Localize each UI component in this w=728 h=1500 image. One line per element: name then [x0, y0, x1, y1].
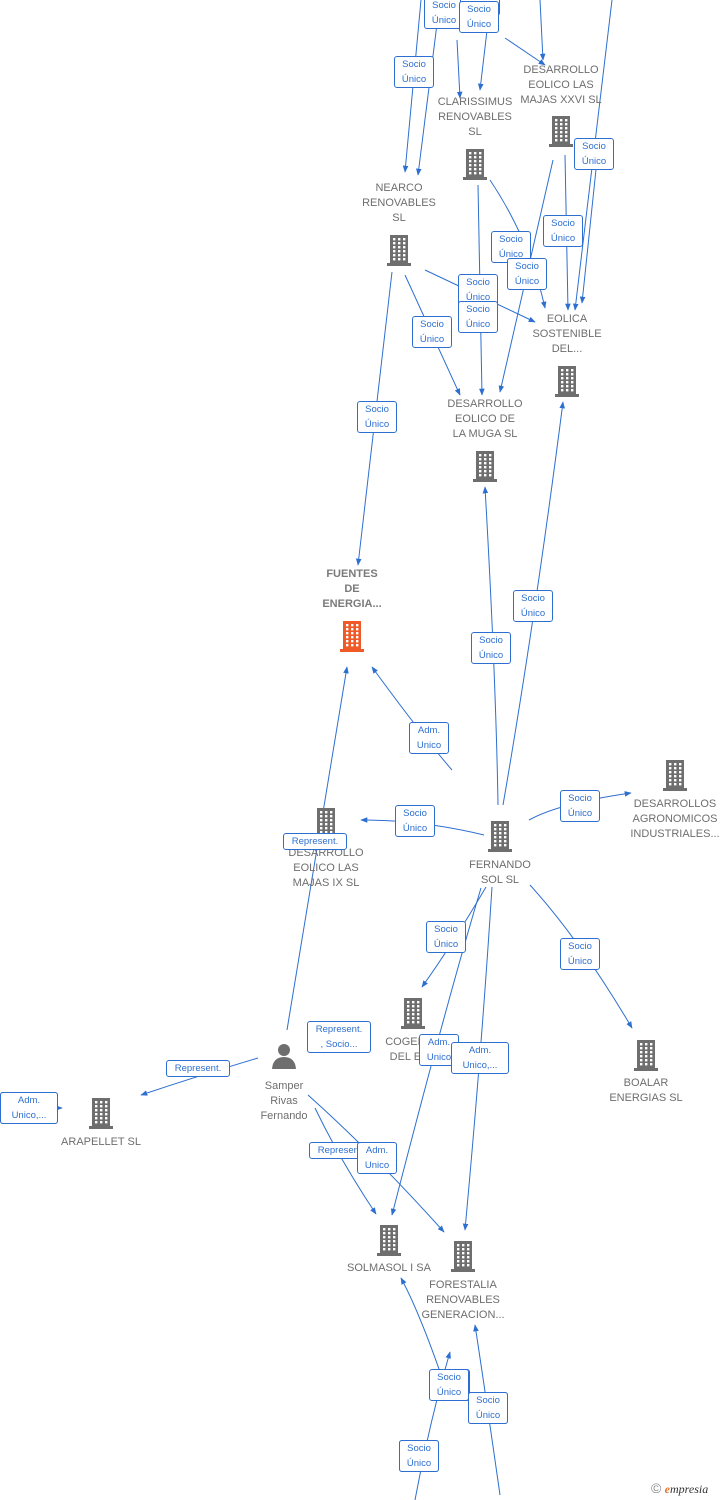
edge-relation-label[interactable]: Socio Único — [560, 790, 600, 822]
node-label[interactable]: DESARROLLO EOLICO DE LA MUGA SL — [447, 398, 523, 440]
edge-relation-label[interactable]: Adm. Unico — [357, 1142, 397, 1174]
relationship-edge — [390, 887, 482, 1216]
node-label[interactable]: EOLICA SOSTENIBLE DEL... — [532, 313, 602, 355]
node-label[interactable]: FUENTES DE ENERGIA... — [322, 568, 382, 610]
edge-relation-label[interactable]: Socio Único — [395, 805, 435, 837]
person-icon[interactable] — [270, 1042, 298, 1075]
building-icon[interactable] — [87, 1097, 115, 1134]
edge-relation-label[interactable]: Adm. Unico,... — [0, 1092, 58, 1124]
node-label[interactable]: DESARROLLO EOLICO LAS MAJAS XXVI SL — [520, 64, 602, 106]
edge-relation-label[interactable]: Socio Único — [357, 401, 397, 433]
building-icon[interactable] — [375, 1224, 403, 1261]
relationship-edge — [286, 666, 349, 1031]
edge-relation-label[interactable]: Socio Único — [458, 274, 498, 306]
building-icon[interactable] — [486, 820, 514, 857]
edge-relation-label[interactable]: Socio Único — [491, 231, 531, 263]
edge-relation-label[interactable]: Socio Único — [424, 0, 464, 29]
building-icon[interactable] — [632, 1039, 660, 1076]
building-icon[interactable] — [449, 1240, 477, 1277]
relationship-edge — [504, 37, 546, 66]
building-icon[interactable] — [661, 759, 689, 796]
node-label[interactable]: FORESTALIA RENOVABLES GENERACION... — [421, 1279, 505, 1321]
node-label[interactable]: Samper Rivas Fernando — [260, 1080, 308, 1122]
edge-relation-label[interactable]: Socio Único — [560, 938, 600, 970]
edge-relation-label[interactable]: Socio Único — [471, 632, 511, 664]
node-label[interactable]: DESARROLLO EOLICO LAS MAJAS IX SL — [288, 847, 364, 889]
edge-relation-label[interactable]: Socio Único — [513, 590, 553, 622]
building-icon[interactable] — [461, 148, 489, 185]
edge-relation-label[interactable]: Socio Único — [426, 921, 466, 953]
building-icon[interactable] — [471, 450, 499, 487]
node-label[interactable]: ARAPELLET SL — [61, 1136, 141, 1148]
relationship-edge — [371, 666, 453, 771]
edge-relation-label[interactable]: Adm. Unico — [409, 722, 449, 754]
building-icon[interactable] — [338, 620, 366, 657]
node-label[interactable]: BOALAR ENERGIAS SL — [609, 1077, 683, 1104]
building-icon[interactable] — [547, 115, 575, 152]
edge-relation-label[interactable]: Socio Único — [574, 138, 614, 170]
edge-relation-label[interactable]: Socio Único — [412, 316, 452, 348]
node-label[interactable]: CLARISSIMUS RENOVABLES SL — [437, 96, 513, 138]
building-icon[interactable] — [553, 365, 581, 402]
edge-relation-label[interactable]: Socio Único — [468, 1392, 508, 1424]
relationship-edge — [456, 39, 463, 99]
empresia-watermark: © empresia — [651, 1480, 709, 1496]
edge-relation-label[interactable]: Represent. , Socio... — [307, 1021, 371, 1053]
edge-relation-label[interactable]: Socio Único — [458, 301, 498, 333]
relationship-edge — [314, 1107, 377, 1215]
building-icon[interactable] — [399, 997, 427, 1034]
edge-relation-label[interactable]: Adm. Unico,... — [451, 1042, 509, 1074]
node-label[interactable]: DESARROLLOS AGRONOMICOS INDUSTRIALES... — [630, 798, 720, 840]
relationship-edge — [579, 159, 598, 304]
edge-relation-label[interactable]: Socio Único — [507, 258, 547, 290]
node-label[interactable]: SOLMASOL I SA — [347, 1262, 431, 1274]
building-icon[interactable] — [385, 234, 413, 271]
node-label[interactable]: NEARCO RENOVABLES SL — [362, 182, 436, 224]
edge-relation-label[interactable]: Socio Único — [459, 1, 499, 33]
edge-relation-label[interactable]: Socio Único — [429, 1369, 469, 1401]
edge-relation-label[interactable]: Socio Único — [399, 1440, 439, 1472]
edge-relation-label[interactable]: Represent. — [166, 1060, 230, 1077]
relationship-edge — [414, 1351, 451, 1500]
relationship-edge — [539, 0, 546, 61]
edge-relation-label[interactable]: Socio Único — [543, 215, 583, 247]
edge-relation-label[interactable]: Represent. — [283, 833, 347, 850]
edge-relation-label[interactable]: Socio Único — [394, 56, 434, 88]
node-label[interactable]: FERNANDO SOL SL — [469, 859, 531, 886]
